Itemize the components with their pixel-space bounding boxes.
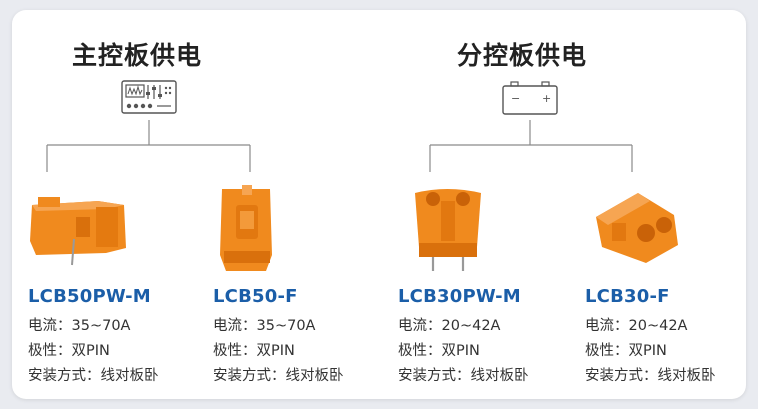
- product-current: 电流：35~70A: [213, 318, 316, 334]
- product-model-lcb30-f[interactable]: LCB30-F: [585, 286, 670, 307]
- product-image-lcb50-f: [216, 185, 278, 277]
- product-model-lcb50pw-m[interactable]: LCB50PW-M: [28, 286, 151, 307]
- product-polarity: 极性：双PIN: [398, 343, 480, 359]
- product-image-lcb30pw-m: [411, 185, 485, 277]
- product-model-lcb50-f[interactable]: LCB50-F: [213, 286, 298, 307]
- product-mount: 安装方式：线对板卧: [28, 368, 159, 384]
- product-current: 电流：35~70A: [28, 318, 131, 334]
- battery-minus-sign: −: [511, 92, 520, 105]
- product-mount: 安装方式：线对板卧: [398, 368, 529, 384]
- product-current: 电流：20~42A: [398, 318, 501, 334]
- group-title-sub-board: 分控板供电: [457, 41, 588, 70]
- battery-plus-sign: +: [542, 92, 551, 105]
- product-mount: 安装方式：线对板卧: [213, 368, 344, 384]
- group-title-main-board: 主控板供电: [72, 41, 203, 70]
- product-image-lcb30-f: [590, 187, 682, 271]
- product-image-lcb50pw-m: [26, 193, 131, 272]
- product-model-lcb30pw-m[interactable]: LCB30PW-M: [398, 286, 521, 307]
- product-current: 电流：20~42A: [585, 318, 688, 334]
- product-polarity: 极性：双PIN: [213, 343, 295, 359]
- control-panel-icon: [121, 80, 177, 118]
- product-polarity: 极性：双PIN: [585, 343, 667, 359]
- battery-icon: − +: [502, 80, 558, 120]
- product-polarity: 极性：双PIN: [28, 343, 110, 359]
- product-mount: 安装方式：线对板卧: [585, 368, 716, 384]
